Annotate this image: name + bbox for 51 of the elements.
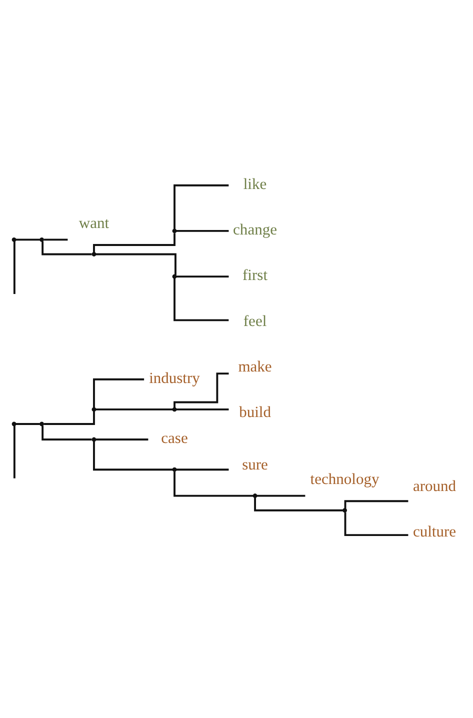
connector: [13, 426, 16, 478]
connector: [174, 472, 254, 497]
connector: [13, 241, 16, 294]
connector: [16, 238, 40, 241]
connector: [44, 238, 68, 241]
connector: [93, 233, 176, 252]
connector: [93, 378, 144, 408]
connector: [96, 253, 176, 276]
node-point: [12, 237, 16, 242]
connector: [174, 278, 229, 322]
connector: [93, 442, 173, 471]
connector: [176, 468, 229, 471]
node-point: [172, 407, 177, 412]
connector: [344, 500, 408, 509]
node-text: make: [238, 358, 272, 376]
node-text: culture: [412, 523, 456, 540]
node-point: [252, 494, 258, 498]
node-point: [92, 437, 96, 442]
node-text: want: [78, 214, 110, 232]
connector: [344, 512, 408, 536]
connector: [174, 184, 229, 229]
node-point: [12, 422, 16, 426]
node-text: change: [233, 222, 277, 239]
connector: [96, 438, 148, 440]
node-text: technology: [310, 470, 380, 488]
connector: [44, 411, 95, 425]
node-point: [172, 228, 177, 234]
node-point: [92, 407, 96, 412]
node-text: build: [239, 404, 271, 422]
connector: [176, 408, 229, 410]
connector: [254, 498, 343, 512]
connector: [16, 423, 40, 425]
node-point: [342, 508, 347, 513]
node-point: [172, 274, 177, 279]
node-text: case: [161, 430, 188, 448]
node-point: [40, 422, 44, 426]
node-point: [40, 237, 44, 242]
node-point: [92, 252, 96, 256]
node-text: like: [243, 176, 267, 194]
connector: [42, 426, 92, 440]
node-text: sure: [242, 456, 268, 474]
connector: [256, 494, 306, 497]
node-text: industry: [149, 370, 200, 388]
node-point: [172, 467, 177, 472]
connector: [176, 276, 229, 278]
node-text: feel: [243, 312, 267, 330]
node-text: around: [412, 478, 456, 495]
connector: [42, 241, 92, 256]
connector: [176, 230, 229, 232]
node-text: first: [242, 267, 268, 284]
connector: [96, 408, 173, 410]
